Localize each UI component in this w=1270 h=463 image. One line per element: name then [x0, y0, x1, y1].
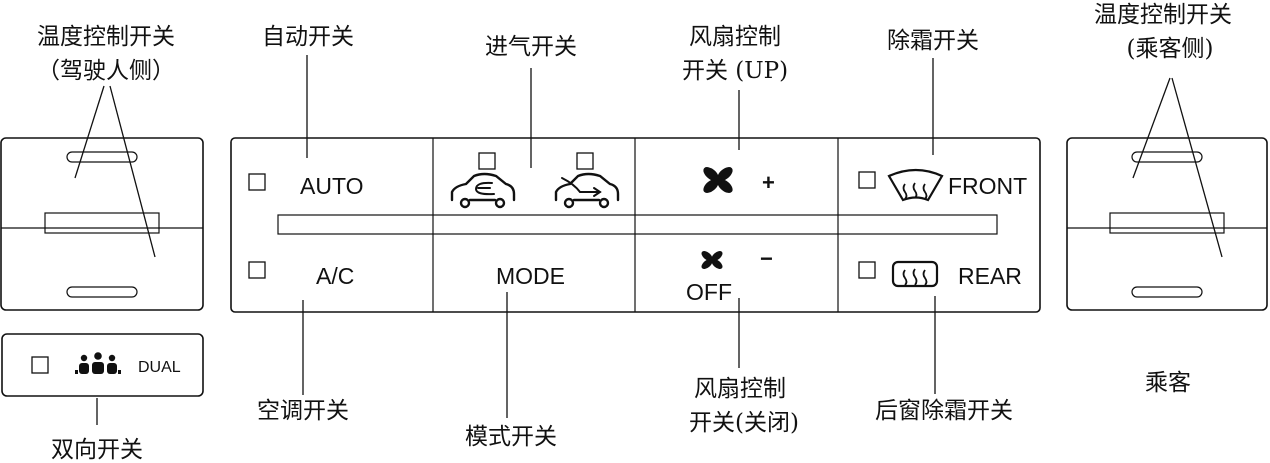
caption-rear-defrost-switch: 后窗除霜开关	[875, 398, 1013, 424]
dual-occupants-icon	[75, 352, 121, 374]
mode-label: MODE	[496, 263, 565, 289]
rear-defrost-button[interactable]: REAR	[858, 260, 1022, 289]
rear-label: REAR	[958, 263, 1022, 289]
caption-defrost-switch: 除霜开关	[887, 28, 979, 54]
caption-temp-passenger-side: (乘客侧)	[1127, 36, 1214, 62]
fan-minus-label: −	[760, 246, 773, 271]
temp-control-passenger[interactable]	[1066, 137, 1268, 311]
ac-indicator	[248, 261, 266, 279]
caption-fan-off: 风扇控制	[694, 376, 786, 402]
auto-label: AUTO	[300, 173, 363, 199]
fresh-air-car-icon	[554, 172, 620, 209]
caption-fan-up-switch: 开关 (UP)	[682, 58, 788, 84]
recirc-indicator	[478, 152, 496, 170]
caption-temp-passenger: 温度控制开关	[1094, 2, 1232, 28]
mode-button[interactable]: MODE	[496, 263, 565, 289]
fan-off-label: OFF	[686, 279, 732, 305]
caption-dual-switch: 双向开关	[51, 437, 143, 463]
fan-icon	[701, 250, 723, 270]
caption-temp-driver: 温度控制开关	[37, 24, 175, 50]
dual-label: DUAL	[138, 359, 181, 376]
ac-label: A/C	[316, 263, 354, 289]
front-label: FRONT	[948, 173, 1027, 199]
leader-temp-passenger-b	[1171, 77, 1223, 258]
intake-button[interactable]	[450, 152, 620, 209]
front-defrost-button[interactable]: FRONT	[858, 168, 1027, 202]
temp-control-driver[interactable]	[0, 137, 204, 311]
fan-off-button[interactable]: − OFF	[686, 246, 773, 305]
rear-defrost-indicator	[858, 261, 876, 279]
front-defrost-icon	[887, 168, 944, 202]
fan-plus-label: +	[762, 170, 775, 195]
caption-fan-up: 风扇控制	[689, 24, 781, 50]
caption-mode-switch: 模式开关	[465, 424, 557, 450]
caption-ac-switch: 空调开关	[257, 398, 349, 424]
fan-icon	[703, 167, 733, 193]
fresh-indicator	[576, 152, 594, 170]
fan-up-button[interactable]: +	[701, 164, 775, 195]
ac-button[interactable]: A/C	[248, 261, 354, 289]
caption-temp-driver-side: （驾驶人侧）	[37, 58, 175, 84]
rear-defrost-icon	[891, 260, 939, 288]
auto-button[interactable]: AUTO	[248, 173, 363, 199]
auto-indicator	[248, 173, 266, 191]
recirculation-car-icon	[450, 172, 516, 209]
main-control-panel	[230, 137, 1041, 313]
leader-temp-passenger-a	[1132, 77, 1171, 179]
front-defrost-indicator	[858, 171, 876, 189]
leader-temp-driver-a	[74, 85, 105, 179]
caption-auto-switch: 自动开关	[262, 24, 354, 50]
dual-indicator	[31, 356, 49, 374]
leader-temp-driver-b	[109, 85, 156, 258]
dual-switch[interactable]: DUAL	[1, 333, 204, 397]
caption-intake-switch: 进气开关	[485, 34, 577, 60]
caption-fan-off-switch: 开关(关闭)	[689, 410, 799, 436]
caption-passenger: 乘客	[1145, 370, 1191, 396]
